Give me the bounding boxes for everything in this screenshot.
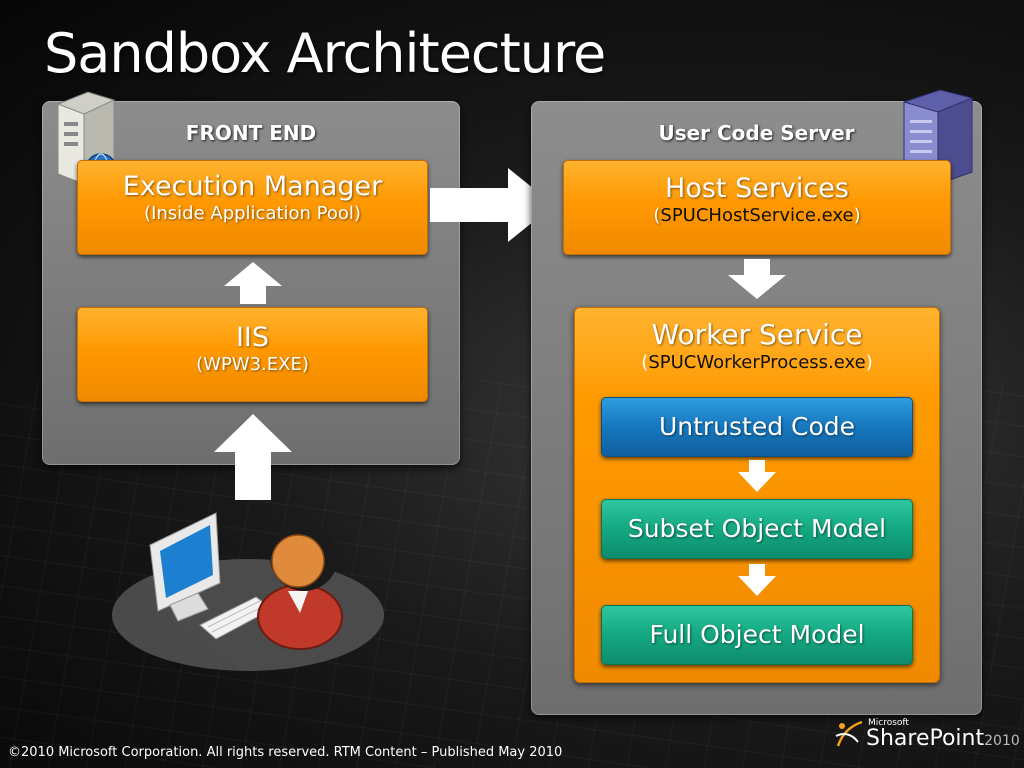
worker-service-label: Worker Service (651, 318, 863, 351)
front-end-title: FRONT END (185, 121, 317, 145)
arrow-down-to-worker-service (728, 259, 786, 299)
subset-object-model-box: Subset Object Model (601, 499, 913, 559)
host-services-box: Host Services (SPUCHostService.exe) (563, 160, 951, 255)
execution-manager-label: Execution Manager (122, 171, 383, 202)
user-code-server-title: User Code Server (658, 121, 855, 145)
iis-sublabel: (WPW3.EXE) (196, 354, 309, 375)
copyright-footer: ©2010 Microsoft Corporation. All rights … (8, 745, 563, 760)
full-object-model-box: Full Object Model (601, 605, 913, 665)
user-workstation-illustration (112, 512, 384, 671)
sharepoint-wordmark: SharePoint2010 (866, 726, 1020, 751)
sharepoint-logo-icon (835, 720, 863, 747)
iis-box: IIS (WPW3.EXE) (77, 307, 428, 402)
host-services-label: Host Services (665, 173, 849, 204)
iis-label: IIS (235, 322, 270, 353)
arrow-down-to-full-object-model (738, 564, 776, 596)
host-services-sublabel: (SPUCHostService.exe) (653, 205, 861, 226)
arrow-right-to-host-services (430, 168, 554, 242)
execution-manager-box: Execution Manager (Inside Application Po… (77, 160, 428, 255)
user-icon (257, 523, 343, 650)
arrow-up-iis-to-execution-manager (224, 262, 282, 304)
arrow-down-to-subset-object-model (738, 460, 776, 492)
microsoft-wordmark: Microsoft (868, 718, 909, 728)
worker-service-sublabel: (SPUCWorkerProcess.exe) (641, 352, 873, 373)
untrusted-code-box: Untrusted Code (601, 397, 913, 457)
arrow-up-user-to-iis (214, 414, 292, 500)
page-title: Sandbox Architecture (44, 22, 606, 85)
execution-manager-sublabel: (Inside Application Pool) (144, 203, 361, 224)
monitor-icon (149, 512, 221, 622)
